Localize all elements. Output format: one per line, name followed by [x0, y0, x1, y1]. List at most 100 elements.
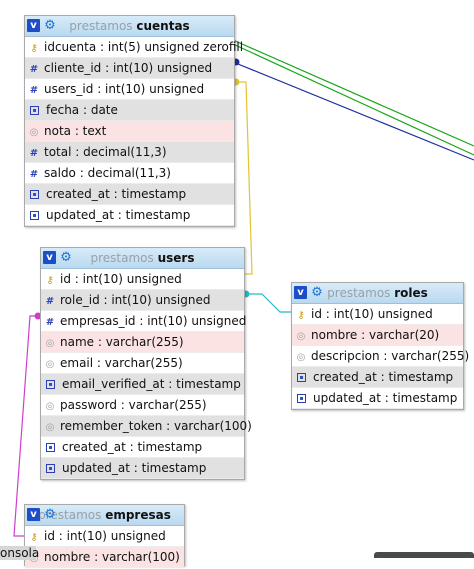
column-label: nombre : varchar(100) [44, 550, 180, 564]
column-label: id : int(10) unsigned [44, 529, 166, 543]
column-label: updated_at : timestamp [313, 391, 458, 405]
column-row[interactable]: ▪ updated_at : timestamp [25, 205, 234, 226]
relation-line-empresas [13, 315, 40, 537]
column-label: name : varchar(255) [60, 335, 184, 349]
datetime-icon: ▪ [297, 394, 306, 403]
column-label: updated_at : timestamp [46, 208, 191, 222]
column-row[interactable]: ⚷ id : int(10) unsigned [292, 304, 463, 325]
number-icon: # [29, 148, 39, 159]
column-row[interactable]: ◎descripcion : varchar(255) [292, 346, 469, 367]
column-row[interactable]: # saldo : decimal(11,3) [25, 163, 234, 184]
column-row[interactable]: ▪ created_at : timestamp [25, 184, 234, 205]
column-label: email_verified_at : timestamp [62, 377, 241, 391]
number-icon: # [29, 64, 39, 75]
key-icon: ⚷ [46, 275, 54, 286]
table-name: empresas [105, 508, 171, 522]
datetime-icon: ▪ [30, 211, 39, 220]
text-icon: ◎ [296, 331, 306, 342]
key-icon: ⚷ [297, 310, 305, 321]
table-users[interactable]: v ⚙ prestamos users ⚷ id : int(10) unsign… [40, 247, 252, 480]
column-row[interactable]: ▪ updated_at : timestamp [292, 388, 463, 409]
column-row[interactable]: # total : decimal(11,3) [25, 142, 234, 163]
column-row[interactable]: # users_id : int(10) unsigned [25, 79, 234, 100]
text-icon: ◎ [45, 338, 55, 349]
column-label: total : decimal(11,3) [44, 145, 167, 159]
collapse-toggle-icon[interactable]: v [294, 286, 307, 299]
column-row[interactable]: # role_id : int(10) unsigned [41, 290, 244, 311]
column-label: nombre : varchar(20) [311, 328, 440, 342]
column-label: role_id : int(10) unsigned [60, 293, 211, 307]
text-icon: ◎ [29, 127, 39, 138]
gear-icon[interactable]: ⚙ [60, 250, 72, 265]
column-row[interactable]: ◎ name : varchar(255) [41, 332, 244, 353]
datetime-icon: ▪ [46, 464, 55, 473]
column-label: descripcion : varchar(255) [311, 349, 470, 363]
column-label: nota : text [44, 124, 107, 138]
key-icon: ⚷ [30, 43, 38, 54]
column-row[interactable]: ⚷ idcuenta : int(5) unsigned zerofill [25, 37, 243, 58]
number-icon: # [45, 317, 55, 328]
column-label: id : int(10) unsigned [60, 272, 182, 286]
column-label: fecha : date [46, 103, 118, 117]
collapse-toggle-icon[interactable]: v [27, 19, 40, 32]
column-row[interactable]: ◎remember_token : varchar(100) [41, 416, 252, 437]
gear-icon[interactable]: ⚙ [311, 285, 323, 300]
column-row[interactable]: ◎ nota : text [25, 121, 234, 142]
datetime-icon: ▪ [30, 106, 39, 115]
text-icon: ◎ [45, 359, 55, 370]
column-label: cliente_id : int(10) unsigned [44, 61, 213, 75]
column-row[interactable]: #empresas_id : int(10) unsigned [41, 311, 246, 332]
column-row[interactable]: ▪ fecha : date [25, 100, 234, 121]
relation-line-roles [243, 293, 291, 313]
column-label: id : int(10) unsigned [311, 307, 433, 321]
datetime-icon: ▪ [30, 190, 39, 199]
datetime-icon: ▪ [46, 380, 55, 389]
text-icon: ◎ [45, 422, 55, 433]
table-header[interactable]: v ⚙ prestamos roles [292, 283, 463, 304]
number-icon: # [29, 169, 39, 180]
database-name: prestamos [90, 251, 154, 265]
text-icon: ◎ [45, 401, 55, 412]
column-row[interactable]: ▪created_at : timestamp [41, 437, 244, 458]
column-row[interactable]: ▪ email_verified_at : timestamp [41, 374, 244, 395]
datetime-icon: ▪ [46, 443, 55, 452]
datetime-icon: ▪ [297, 373, 306, 382]
number-icon: # [45, 296, 55, 307]
column-label: saldo : decimal(11,3) [44, 166, 171, 180]
column-row[interactable]: ▪updated_at : timestamp [41, 458, 244, 479]
table-name: users [157, 251, 195, 265]
relation-line-idcuenta-2 [232, 43, 474, 156]
column-label: email : varchar(255) [60, 356, 183, 370]
table-name: cuentas [136, 19, 190, 33]
table-empresas[interactable]: v ⚙ prestamos empresas ⚷id : int(10) uns… [24, 504, 185, 568]
column-label: idcuenta : int(5) unsigned zerofill [44, 40, 244, 54]
column-row[interactable]: # cliente_id : int(10) unsigned [25, 58, 234, 79]
gear-icon[interactable]: ⚙ [44, 18, 56, 33]
column-row[interactable]: ◎ email : varchar(255) [41, 353, 244, 374]
column-label: created_at : timestamp [313, 370, 454, 384]
table-cuentas[interactable]: v ⚙ prestamos cuentas ⚷ idcuenta : int(5)… [24, 15, 243, 227]
table-roles[interactable]: v ⚙ prestamos roles ⚷ id : int(10) unsign… [291, 282, 469, 410]
relation-line-users [233, 81, 253, 275]
number-icon: # [29, 85, 39, 96]
column-label: created_at : timestamp [46, 187, 187, 201]
collapse-toggle-icon[interactable]: v [43, 251, 56, 264]
collapse-toggle-icon[interactable]: v [27, 508, 40, 521]
column-row[interactable]: ◎ nombre : varchar(20) [292, 325, 463, 346]
column-row[interactable]: ▪ created_at : timestamp [292, 367, 463, 388]
table-header[interactable]: v ⚙ prestamos empresas [25, 505, 184, 526]
table-header[interactable]: v ⚙ prestamos cuentas [25, 16, 234, 37]
column-label: password : varchar(255) [60, 398, 207, 412]
console-tab[interactable]: onsola [0, 546, 40, 560]
bottom-panel-handle[interactable] [374, 552, 474, 558]
relation-line-idcuenta [232, 39, 474, 147]
column-label: users_id : int(10) unsigned [44, 82, 205, 96]
column-row[interactable]: ⚷id : int(10) unsigned [25, 526, 184, 547]
column-row[interactable]: ◎ password : varchar(255) [41, 395, 244, 416]
table-name: roles [394, 286, 428, 300]
table-header[interactable]: v ⚙ prestamos users [41, 248, 244, 269]
gear-icon[interactable]: ⚙ [44, 507, 56, 522]
database-name: prestamos [38, 508, 102, 522]
column-row[interactable]: ◎nombre : varchar(100) [25, 547, 184, 568]
column-row[interactable]: ⚷ id : int(10) unsigned [41, 269, 244, 290]
